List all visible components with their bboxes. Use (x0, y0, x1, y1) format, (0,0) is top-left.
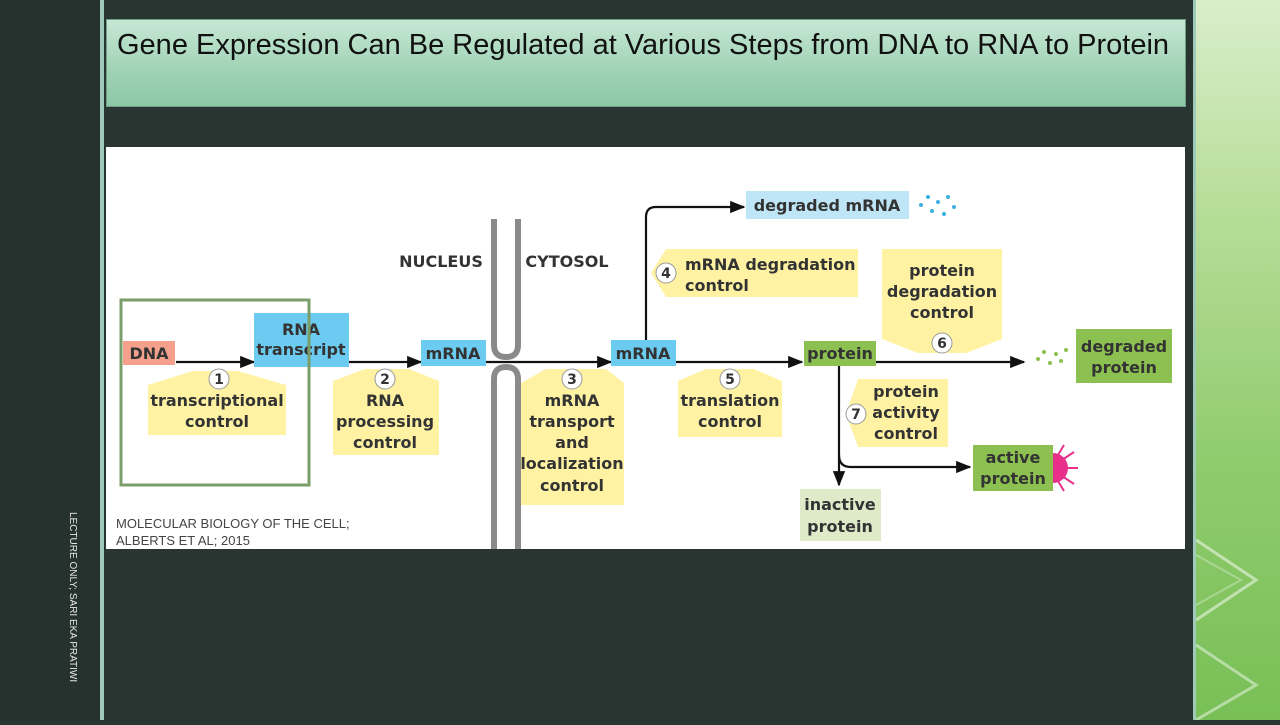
side-note: LECTURE ONLY; SARI EKA PRATIWI (62, 512, 82, 692)
step-7-line3: control (874, 424, 938, 443)
inactive-protein-box: inactive protein (800, 489, 881, 541)
rna-transcript-box: RNA transcript (254, 313, 349, 367)
degraded-protein-line1: degraded (1081, 337, 1167, 356)
step-1-number: 1 (214, 372, 224, 388)
active-protein-line2: protein (980, 469, 1046, 488)
step-3-line1: mRNA (545, 391, 600, 410)
step-2-line2: processing (336, 412, 434, 431)
step-7-protein-activity-control: 7 protein activity control (845, 379, 948, 447)
chevron-decoration-icon (1195, 538, 1259, 722)
rna-transcript-line1: RNA (282, 320, 321, 339)
decorative-side-panel (1195, 0, 1280, 722)
highlight-frame (119, 298, 311, 487)
step-1-line2: control (185, 412, 249, 431)
step-1-line1: transcriptional (150, 391, 283, 410)
title-bar: Gene Expression Can Be Regulated at Vari… (106, 19, 1186, 107)
cytosol-mrna-label: mRNA (616, 344, 671, 363)
step-5-translation-control: 5 translation control (678, 368, 782, 437)
degraded-protein-line2: protein (1091, 358, 1157, 377)
slide-title: Gene Expression Can Be Regulated at Vari… (117, 29, 1170, 61)
nuclear-mrna-label: mRNA (426, 344, 481, 363)
cytosol-mrna-box: mRNA (611, 340, 676, 366)
step-6-line1: protein (909, 261, 975, 280)
step-2-number: 2 (380, 372, 390, 388)
left-band (0, 0, 100, 720)
degraded-protein-dots-icon (1036, 348, 1068, 365)
active-burst-icon (1057, 444, 1078, 492)
step-4-line1: mRNA degradation (685, 255, 856, 274)
step-4-line2: control (685, 276, 749, 295)
nuclear-mrna-box: mRNA (421, 340, 486, 366)
nuclear-envelope (491, 219, 521, 549)
step-3-mrna-transport-control: 3 mRNA transport and localization contro… (520, 368, 624, 505)
step-7-line1: protein (873, 382, 939, 401)
step-4-mrna-degradation-control: 4 mRNA degradation control (651, 249, 858, 297)
step-7-line2: activity (872, 403, 940, 422)
left-divider (100, 0, 104, 720)
step-6-protein-degradation-control: protein degradation control 6 (882, 249, 1002, 354)
step-5-number: 5 (725, 372, 735, 388)
step-7-number: 7 (851, 407, 861, 423)
step-6-line3: control (910, 303, 974, 322)
dna-label: DNA (129, 344, 169, 363)
step-3-line4: localization (520, 454, 623, 473)
step-3-line2: transport (529, 412, 615, 431)
step-2-line3: control (353, 433, 417, 452)
diagram-canvas: NUCLEUS CYTOSOL DNA RNA transcript mRNA … (116, 191, 1172, 549)
degraded-mrna-dots-icon (919, 195, 956, 216)
inactive-protein-line1: inactive (804, 495, 876, 514)
protein-label: protein (807, 344, 873, 363)
step-5-line2: control (698, 412, 762, 431)
degraded-mrna-box: degraded mRNA (746, 191, 909, 219)
step-2-rna-processing-control: 2 RNA processing control (333, 368, 439, 455)
step-5-line1: translation (680, 391, 779, 410)
degraded-protein-box: degraded protein (1076, 329, 1172, 383)
step-3-line5: control (540, 476, 604, 495)
step-6-number: 6 (937, 336, 947, 352)
active-protein-line1: active (986, 448, 1041, 467)
cytosol-label: CYTOSOL (525, 252, 608, 271)
step-4-number: 4 (661, 266, 671, 282)
step-3-number: 3 (567, 372, 577, 388)
step-3-line3: and (555, 433, 589, 452)
active-protein-box: active protein (973, 445, 1068, 491)
nucleus-label: NUCLEUS (399, 252, 483, 271)
pathway-arrows (176, 200, 1026, 487)
gene-expression-diagram: NUCLEUS CYTOSOL DNA RNA transcript mRNA … (106, 147, 1185, 549)
citation-line2: ALBERTS ET AL; 2015 (116, 533, 250, 548)
side-note-text: LECTURE ONLY; SARI EKA PRATIWI (67, 512, 78, 683)
inactive-protein-line2: protein (807, 517, 873, 536)
citation-line1: MOLECULAR BIOLOGY OF THE CELL; (116, 516, 350, 531)
protein-box: protein (804, 341, 876, 366)
degraded-mrna-label: degraded mRNA (754, 196, 901, 215)
dna-box: DNA (123, 341, 175, 365)
right-divider (1193, 0, 1196, 720)
step-6-line2: degradation (887, 282, 997, 301)
step-2-line1: RNA (366, 391, 405, 410)
step-1-transcriptional-control: 1 transcriptional control (148, 368, 286, 435)
rna-transcript-line2: transcript (256, 340, 346, 359)
